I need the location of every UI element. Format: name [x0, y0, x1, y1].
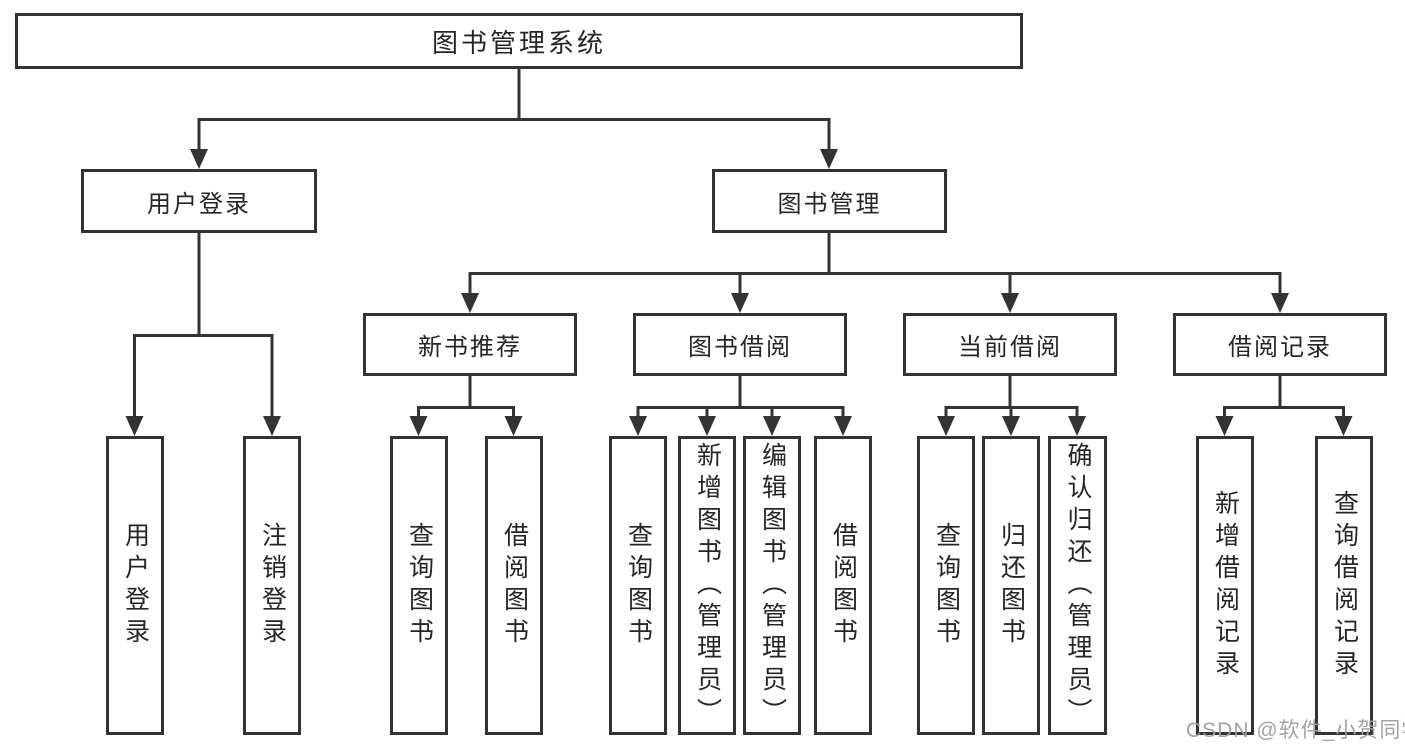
- node-current-borrowing: 当前借阅: [903, 313, 1117, 376]
- node-new-book-recommend: 新书推荐: [363, 313, 577, 376]
- leaf-user-login: 用户登录: [106, 436, 164, 735]
- leaf-query-books-current: 查询图书: [917, 436, 975, 735]
- node-label: 确认归还（管理员）: [1064, 441, 1092, 730]
- arrowhead-icon: [409, 416, 428, 436]
- leaf-query-borrow-record: 查询借阅记录: [1315, 436, 1373, 735]
- node-label: 图书管理: [777, 190, 882, 218]
- node-library-system: 图书管理系统: [15, 13, 1023, 69]
- arrowhead-icon: [504, 416, 523, 436]
- edge-records-to-leaves: [1215, 376, 1353, 436]
- node-label: 查询图书: [624, 521, 653, 650]
- arrowhead-icon: [1068, 416, 1086, 436]
- leaf-logout: 注销登录: [243, 436, 301, 735]
- edge-recommend-to-leaves: [409, 376, 523, 436]
- arrowhead-icon: [1002, 416, 1020, 436]
- edge-mgmt-to-level3: [461, 233, 1289, 313]
- node-label: 编辑图书（管理员）: [758, 441, 787, 730]
- node-label: 借阅记录: [1228, 334, 1332, 361]
- node-book-management: 图书管理: [712, 169, 947, 233]
- arrowhead-icon: [125, 416, 144, 436]
- node-label: 借阅图书: [829, 521, 858, 650]
- leaf-add-books-admin: 新增图书（管理员）: [678, 436, 736, 735]
- leaf-borrow-books-recommend: 借阅图书: [485, 436, 543, 735]
- arrowhead-icon: [190, 149, 208, 169]
- node-label: 图书借阅: [688, 334, 792, 361]
- edge-current-to-leaves: [937, 376, 1086, 436]
- leaf-edit-books-admin: 编辑图书（管理员）: [743, 436, 801, 735]
- leaf-borrow-books: 借阅图书: [814, 436, 872, 735]
- node-label: 注销登录: [258, 521, 287, 650]
- arrowhead-icon: [461, 293, 479, 313]
- arrowhead-icon: [1215, 416, 1234, 436]
- node-label: 查询图书: [932, 521, 961, 650]
- arrowhead-icon: [731, 293, 749, 313]
- arrowhead-icon: [1334, 416, 1353, 436]
- node-user-login: 用户登录: [81, 169, 317, 233]
- node-label: 当前借阅: [958, 334, 1062, 361]
- leaf-return-books: 归还图书: [982, 436, 1040, 735]
- leaf-query-books-recommend: 查询图书: [390, 436, 448, 735]
- arrowhead-icon: [820, 149, 838, 169]
- arrowhead-icon: [834, 416, 852, 436]
- node-borrowing-records: 借阅记录: [1173, 313, 1387, 376]
- node-label: 用户登录: [147, 190, 251, 218]
- csdn-watermark: CSDN @软件_小贺同学: [1186, 719, 1405, 742]
- arrowhead-icon: [763, 416, 781, 436]
- node-label: 新增图书（管理员）: [693, 441, 722, 730]
- leaf-add-borrow-record: 新增借阅记录: [1196, 436, 1254, 735]
- edge-login-to-leaves: [125, 233, 281, 436]
- node-label: 新增借阅记录: [1211, 489, 1240, 682]
- node-label: 用户登录: [121, 521, 150, 650]
- arrowhead-icon: [629, 416, 647, 436]
- leaf-confirm-return-admin: 确认归还（管理员）: [1048, 436, 1107, 735]
- node-label: 归还图书: [997, 521, 1026, 650]
- arrowhead-icon: [263, 416, 281, 436]
- arrowhead-icon: [937, 416, 955, 436]
- node-label: 查询图书: [405, 521, 434, 650]
- node-label: 新书推荐: [418, 334, 522, 361]
- node-label: 借阅图书: [500, 521, 529, 650]
- edge-root-to-level2: [190, 69, 838, 169]
- arrowhead-icon: [698, 416, 716, 436]
- arrowhead-icon: [1271, 293, 1289, 313]
- edge-borrow-to-leaves: [629, 376, 852, 436]
- leaf-query-books-borrow: 查询图书: [609, 436, 667, 735]
- node-book-borrowing: 图书借阅: [633, 313, 847, 376]
- node-label: 查询借阅记录: [1330, 489, 1359, 682]
- arrowhead-icon: [1001, 293, 1019, 313]
- node-label: 图书管理系统: [431, 27, 606, 58]
